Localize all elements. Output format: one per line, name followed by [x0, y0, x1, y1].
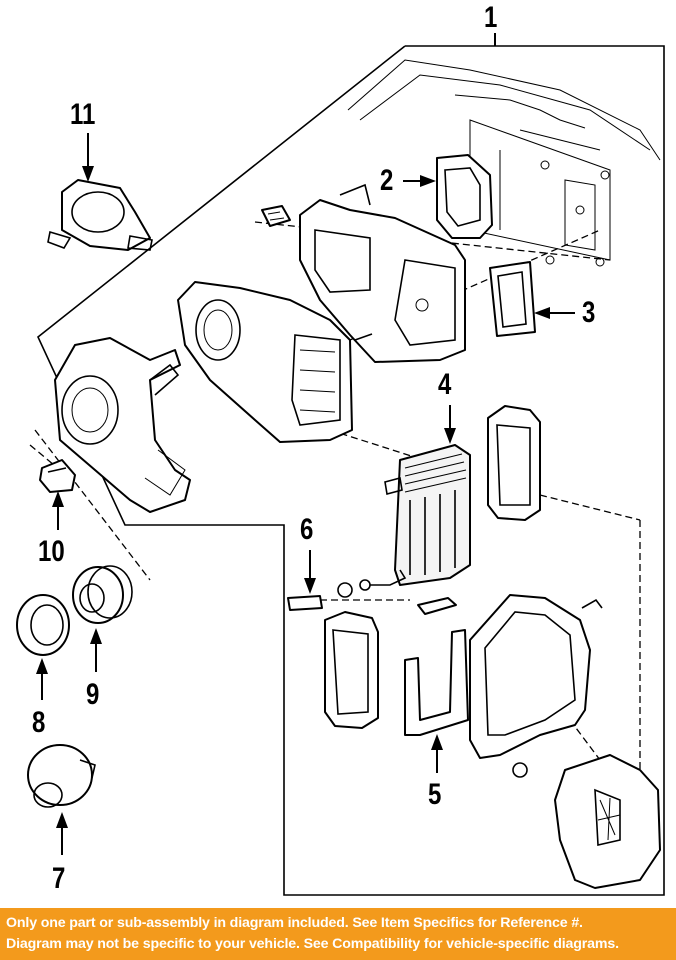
callout-11: 11 [70, 98, 96, 131]
blower-wheel-9 [72, 565, 133, 624]
seal-gasket-2 [436, 154, 493, 239]
callout-6: 6 [300, 513, 314, 546]
core-cover-upper [487, 405, 541, 521]
disclaimer-line-2: Diagram may not be specific to your vehi… [6, 936, 619, 952]
core-cover-lower [324, 611, 379, 729]
assembly-boundary [37, 33, 665, 896]
access-cover-panel [554, 754, 661, 889]
parts-diagram [16, 33, 665, 896]
callout-1: 1 [484, 1, 498, 34]
case-lower-half [469, 594, 603, 778]
callout-10: 10 [38, 535, 65, 568]
blower-motor-7 [27, 744, 96, 808]
blower-housing [54, 337, 191, 513]
retaining-ring-8 [16, 594, 70, 656]
heater-case-upper [299, 183, 466, 363]
seal-3 [489, 261, 536, 337]
heater-case-lower [177, 281, 353, 443]
callout-7: 7 [52, 862, 66, 895]
callout-5: 5 [428, 778, 442, 811]
callout-2: 2 [380, 164, 394, 197]
seal-bracket-5 [404, 597, 469, 736]
callout-leaders [36, 133, 575, 855]
evaporator-core-4 [359, 444, 471, 591]
callout-3: 3 [582, 296, 596, 329]
actuator-motor-11 [47, 179, 153, 251]
disclaimer-line-1: Only one part or sub-assembly in diagram… [6, 915, 583, 931]
callout-9: 9 [86, 678, 100, 711]
connector-switch [261, 205, 291, 227]
blower-resistor-10 [39, 459, 76, 493]
callout-8: 8 [32, 706, 46, 739]
callout-4: 4 [438, 368, 452, 401]
expansion-valve-6 [287, 582, 353, 611]
disclaimer-banner: Only one part or sub-assembly in diagram… [0, 908, 676, 960]
